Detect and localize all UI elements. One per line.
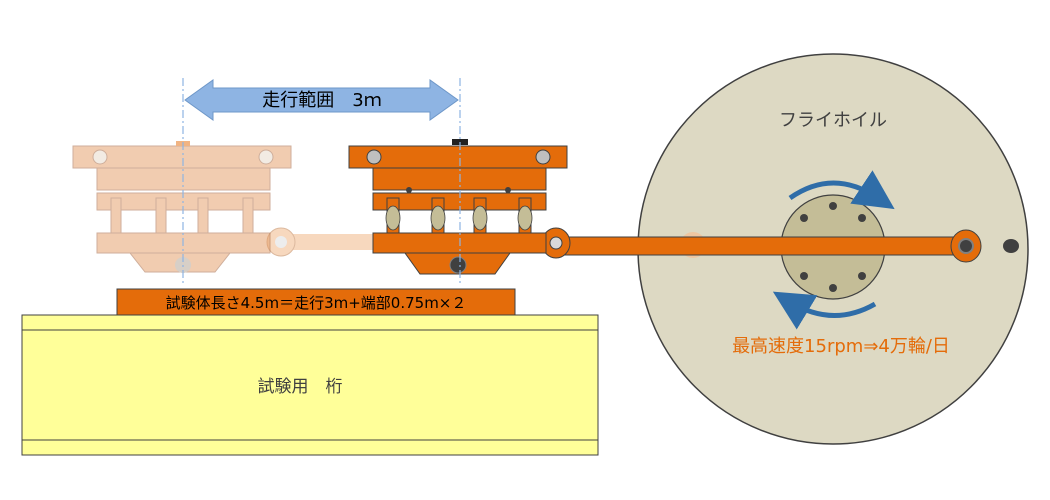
carriage-active	[348, 139, 568, 275]
specimen-label: 試験体長さ4.5m＝走行3m+端部0.75m×２	[166, 294, 467, 312]
travel-range-label: 走行範囲 3ｍ	[262, 90, 381, 111]
travel-range-arrow: 走行範囲 3ｍ	[184, 79, 459, 121]
crank-pin-alt	[1003, 239, 1019, 253]
speed-label: 最高速度15rpm⇒4万輪/日	[732, 336, 950, 357]
test-girder: 試験用 桁	[21, 314, 599, 456]
connecting-rod-faded	[266, 227, 380, 257]
rotation-arrow-top	[788, 170, 895, 210]
specimen: 試験体長さ4.5m＝走行3m+端部0.75m×２	[116, 288, 516, 316]
rotation-arrow-bottom	[772, 291, 877, 330]
flywheel-label: フライホイル	[779, 110, 887, 131]
girder-label: 試験用 桁	[258, 377, 343, 397]
travel-guides	[182, 78, 461, 285]
carriage-faded	[72, 141, 292, 273]
